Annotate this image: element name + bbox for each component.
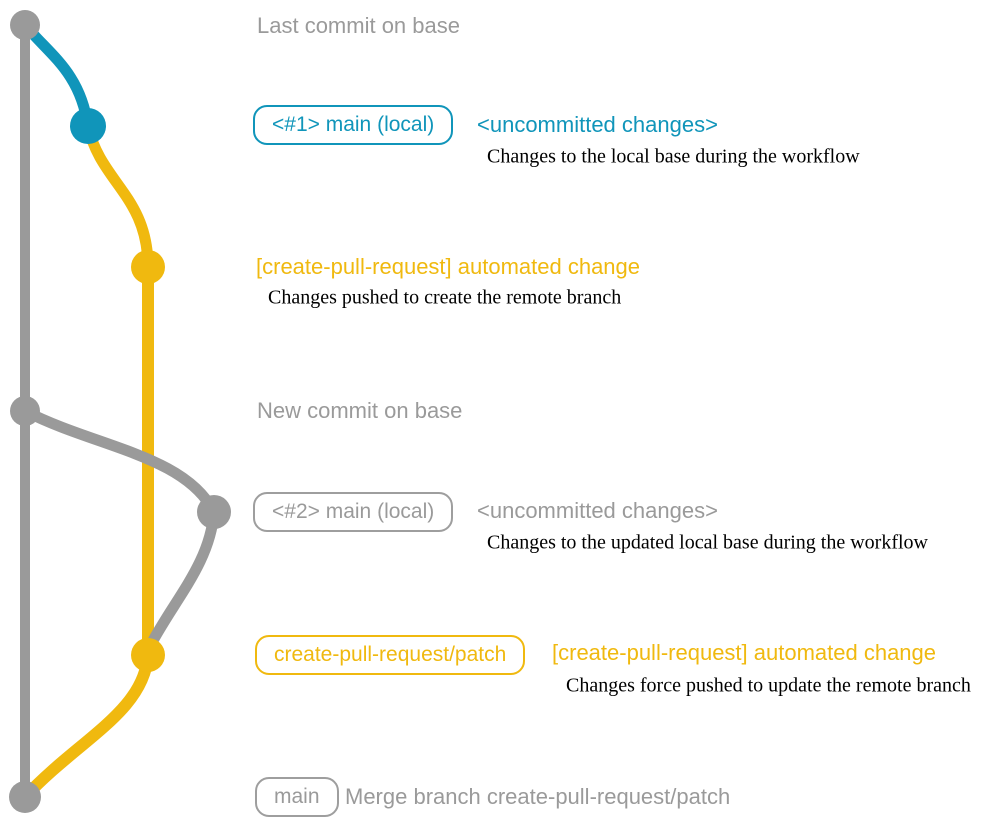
note-uncommitted-changes-2: <uncommitted changes> bbox=[477, 498, 718, 523]
branch-badge-main: main bbox=[255, 777, 339, 817]
note-automated-change-1: [create-pull-request] automated change bbox=[256, 254, 641, 279]
commit-dot-new-base bbox=[10, 396, 40, 426]
commit-dot-last-base bbox=[10, 10, 40, 40]
branch-badge-patch: create-pull-request/patch bbox=[255, 635, 526, 675]
edge-main-local-2-to-patch bbox=[142, 506, 220, 656]
commit-dot-main-local-1 bbox=[70, 108, 106, 144]
commit-dot-main-local-2 bbox=[197, 495, 231, 529]
desc-automated-change-2: Changes force pushed to update the remot… bbox=[566, 674, 971, 697]
desc-automated-change-1: Changes pushed to create the remote bran… bbox=[268, 286, 622, 309]
desc-uncommitted-changes-2: Changes to the updated local base during… bbox=[487, 531, 928, 554]
desc-uncommitted-changes-1: Changes to the local base during the wor… bbox=[487, 145, 860, 168]
caption-merge-branch: Merge branch create-pull-request/patch bbox=[345, 784, 731, 809]
note-automated-change-2: [create-pull-request] automated change bbox=[552, 640, 937, 665]
caption-last-commit-on-base: Last commit on base bbox=[257, 13, 460, 38]
commit-dot-merge bbox=[9, 781, 41, 813]
edge-patch-merge-to-base bbox=[19, 649, 154, 803]
edge-base-to-main-local-2 bbox=[19, 405, 220, 518]
branch-badge-main-local-2: <#2> main (local) bbox=[253, 492, 454, 532]
note-uncommitted-changes-1: <uncommitted changes> bbox=[477, 112, 718, 137]
commit-dot-patch bbox=[131, 638, 165, 672]
branch-badge-main-local-1: <#1> main (local) bbox=[253, 105, 454, 145]
caption-new-commit-on-base: New commit on base bbox=[257, 398, 463, 423]
edge-main-local-to-patch bbox=[82, 120, 154, 273]
commit-dot-patch-first bbox=[131, 250, 165, 284]
